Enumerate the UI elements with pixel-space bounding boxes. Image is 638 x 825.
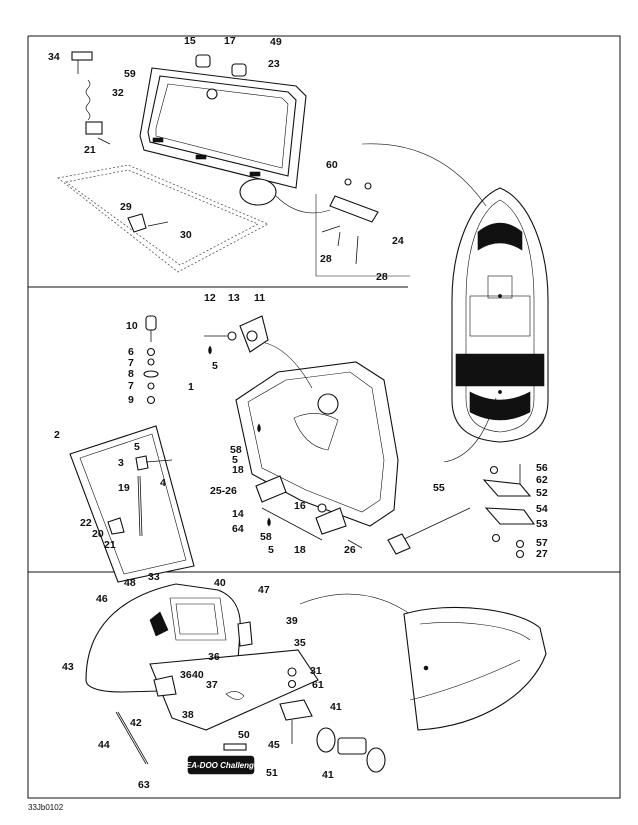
watercraft-top-view xyxy=(361,143,549,463)
callout-bottom-19: 50 xyxy=(238,729,250,741)
callout-middle-2: 11 xyxy=(254,292,265,304)
callout-middle-23: 14 xyxy=(232,508,244,520)
callout-middle-28: 18 xyxy=(294,544,306,556)
callout-top-0: 34 xyxy=(48,51,60,63)
callout-middle-27: 5 xyxy=(268,544,274,556)
callout-top-13: 28 xyxy=(376,271,388,283)
callout-middle-36: 57 xyxy=(536,537,548,549)
callout-middle-34: 54 xyxy=(536,503,548,515)
callout-top-3: 59 xyxy=(124,68,136,80)
callout-bottom-21: 63 xyxy=(138,779,150,791)
callout-bottom-9: 36 xyxy=(180,669,192,681)
callout-top-2: 21 xyxy=(84,144,96,156)
callout-top-4: 15 xyxy=(184,35,196,47)
callout-middle-5: 7 xyxy=(128,357,134,369)
console-assembly: SEA-DOO Challenger xyxy=(85,583,547,775)
callout-bottom-12: 31 xyxy=(310,665,322,677)
callout-middle-8: 9 xyxy=(128,394,134,406)
callout-middle-37: 27 xyxy=(536,548,548,560)
callout-top-10: 60 xyxy=(326,159,338,171)
callout-middle-33: 52 xyxy=(536,487,548,499)
callout-bottom-16: 41 xyxy=(330,701,342,713)
callout-middle-6: 8 xyxy=(128,368,134,380)
callout-top-7: 23 xyxy=(268,58,280,70)
callout-middle-18: 21 xyxy=(104,539,116,551)
callout-bottom-17: 44 xyxy=(98,739,110,751)
figure-reference: 33Jb0102 xyxy=(28,803,64,812)
callout-middle-19: 58 xyxy=(230,444,242,456)
callout-bottom-1: 48 xyxy=(124,577,136,589)
callout-middle-29: 26 xyxy=(344,544,356,556)
callout-middle-7: 7 xyxy=(128,380,134,392)
callout-middle-17: 20 xyxy=(92,528,104,540)
callout-middle-32: 62 xyxy=(536,474,548,486)
callout-middle-10: 1 xyxy=(188,381,194,393)
callout-middle-35: 53 xyxy=(536,518,548,530)
callout-bottom-11: 37 xyxy=(206,679,218,691)
callout-bottom-15: 38 xyxy=(182,709,194,721)
sea-doo-logo: SEA-DOO Challenger xyxy=(181,761,263,770)
callout-middle-14: 4 xyxy=(160,477,166,489)
callout-bottom-8: 43 xyxy=(62,661,74,673)
callout-middle-25: 16 xyxy=(294,500,306,512)
callout-middle-22: 25-26 xyxy=(210,485,237,497)
callout-bottom-13: 61 xyxy=(312,679,324,691)
callout-bottom-0: 33 xyxy=(148,571,160,583)
callout-middle-20: 5 xyxy=(232,454,238,466)
callout-bottom-2: 40 xyxy=(214,577,226,589)
callout-bottom-4: 46 xyxy=(96,593,108,605)
callout-bottom-14: 42 xyxy=(130,717,142,729)
callout-middle-9: 5 xyxy=(212,360,218,372)
callout-bottom-3: 47 xyxy=(258,584,270,596)
callout-middle-13: 3 xyxy=(118,457,124,469)
callout-top-12: 28 xyxy=(320,253,332,265)
callout-bottom-18: 45 xyxy=(268,739,280,751)
callout-middle-16: 22 xyxy=(80,517,92,529)
storage-cover-assembly xyxy=(57,51,410,277)
callout-top-5: 17 xyxy=(224,35,236,47)
callout-middle-12: 5 xyxy=(134,441,140,453)
callout-middle-3: 10 xyxy=(126,320,138,332)
callout-middle-30: 55 xyxy=(433,482,445,494)
glove-box-assembly xyxy=(69,315,536,583)
callout-middle-15: 19 xyxy=(118,482,130,494)
callout-middle-1: 13 xyxy=(228,292,240,304)
callout-middle-21: 18 xyxy=(232,464,244,476)
callout-middle-26: 58 xyxy=(260,531,272,543)
callout-top-11: 24 xyxy=(392,235,404,247)
callout-bottom-20: 41 xyxy=(322,769,334,781)
callout-bottom-7: 36 xyxy=(208,651,220,663)
callout-top-6: 49 xyxy=(270,36,282,48)
callout-top-9: 30 xyxy=(180,229,192,241)
callout-middle-4: 6 xyxy=(128,346,134,358)
callout-bottom-22: 51 xyxy=(266,767,278,779)
callout-top-1: 32 xyxy=(112,87,124,99)
callout-middle-0: 12 xyxy=(204,292,216,304)
callout-middle-31: 56 xyxy=(536,462,548,474)
callout-top-8: 29 xyxy=(120,201,132,213)
callout-middle-24: 64 xyxy=(232,523,244,535)
callout-bottom-10: 40 xyxy=(192,669,204,681)
callout-middle-11: 2 xyxy=(54,429,60,441)
callout-bottom-6: 35 xyxy=(294,637,306,649)
callout-bottom-5: 39 xyxy=(286,615,298,627)
